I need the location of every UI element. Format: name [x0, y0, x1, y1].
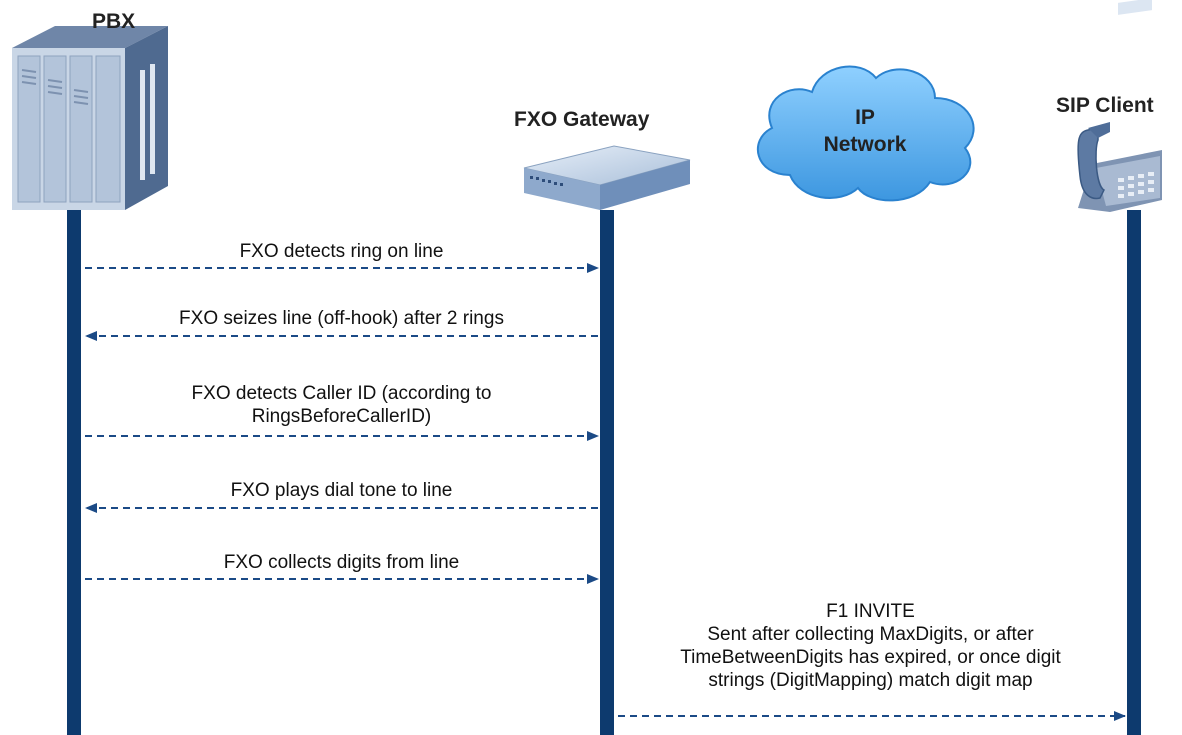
gateway-lifeline: [600, 210, 614, 735]
client-lifeline: [1127, 210, 1141, 735]
client-label: SIP Client: [1056, 94, 1154, 117]
network-label-line2: Network: [823, 133, 907, 156]
message-label: FXO detects Caller ID (according to Ring…: [191, 383, 492, 427]
ip-network-cloud-icon: [756, 65, 975, 202]
message-label: FXO detects ring on line: [239, 241, 444, 262]
pbx-server-icon: [12, 26, 168, 210]
gateway-label: FXO Gateway: [514, 108, 650, 131]
message-label: FXO collects digits from line: [223, 552, 460, 573]
network-label-line1: IP: [855, 106, 875, 129]
lifelines: [67, 210, 1141, 735]
message-label: FXO plays dial tone to line: [230, 480, 453, 501]
message-label: FXO seizes line (off-hook) after 2 rings: [179, 308, 504, 329]
message-label: F1 INVITE Sent after collecting MaxDigit…: [680, 601, 1061, 691]
sip-phone-icon: [1077, 0, 1162, 212]
message-arrows: [85, 263, 1126, 721]
gateway-device-icon: [523, 145, 691, 210]
pbx-lifeline: [67, 210, 81, 735]
pbx-label: PBX: [92, 10, 136, 33]
network-label: IP Network: [800, 104, 930, 158]
